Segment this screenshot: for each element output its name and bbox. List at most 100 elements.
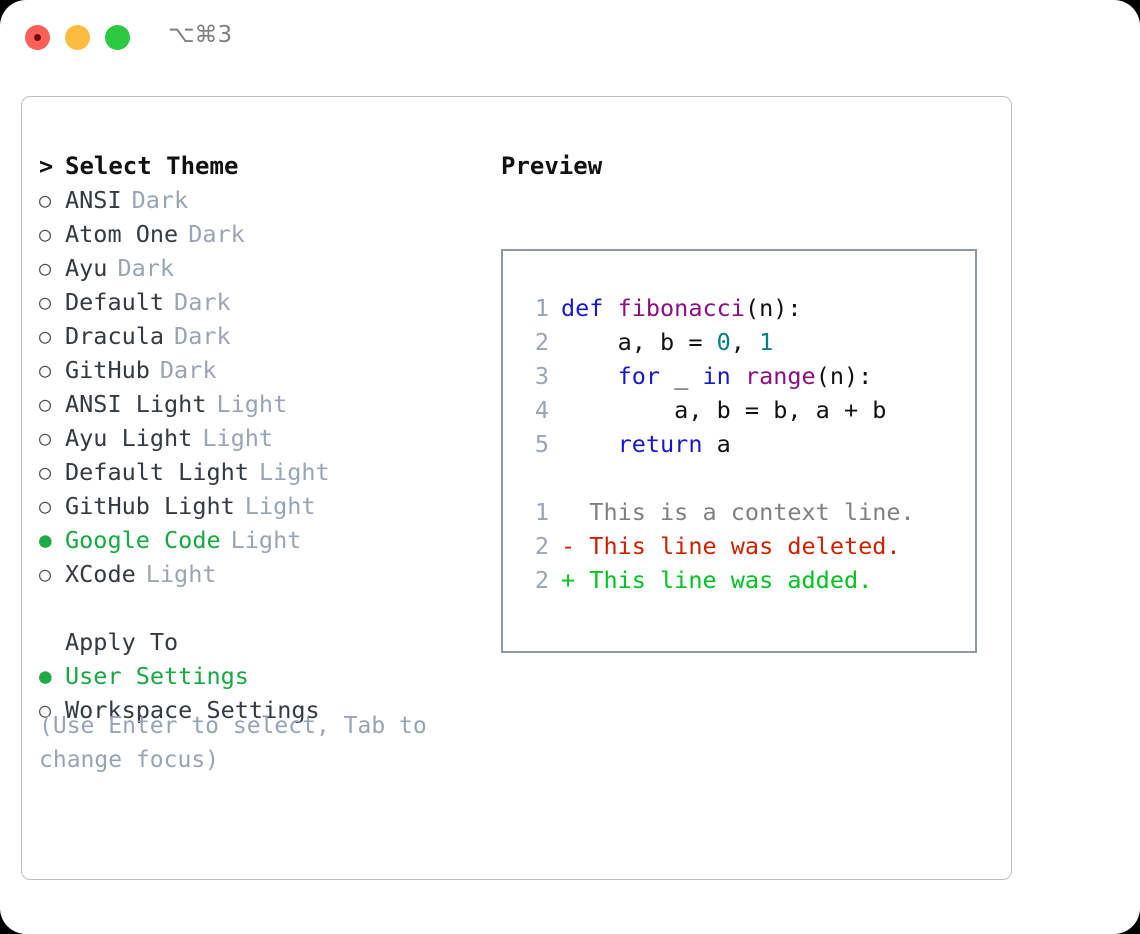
- radio-selected-icon[interactable]: ●: [39, 528, 52, 552]
- diff-line: 2- This line was deleted.: [519, 529, 967, 563]
- apply-to-list: ● User Settings ○ Workspace Settings: [39, 659, 484, 727]
- radio-unselected-icon[interactable]: ○: [39, 256, 52, 280]
- code-line-text: a, b = 0, 1: [561, 325, 774, 359]
- theme-option[interactable]: ○ Default Light Light: [39, 455, 484, 489]
- theme-option-name: Google Code: [65, 526, 221, 554]
- code-token-pl: a, b =: [561, 328, 717, 356]
- theme-option[interactable]: ○ ANSI Dark: [39, 183, 484, 217]
- window-controls: [25, 25, 130, 50]
- radio-unselected-icon[interactable]: ○: [39, 426, 52, 450]
- radio-unselected-icon[interactable]: ○: [39, 290, 52, 314]
- apply-to-option[interactable]: ● User Settings: [39, 659, 484, 693]
- theme-option-name: GitHub Light: [65, 492, 235, 520]
- theme-option-mode: Dark: [188, 220, 245, 248]
- keyboard-hint: (Use Enter to select, Tab to change focu…: [39, 713, 441, 773]
- code-line: 5 return a: [519, 427, 967, 461]
- theme-option-mode: Light: [244, 492, 316, 520]
- theme-option-name: GitHub: [65, 356, 150, 384]
- theme-option-mode: Dark: [131, 186, 189, 214]
- section-spacer: [39, 591, 484, 625]
- title-bar: ⌥⌘3: [0, 0, 1140, 78]
- code-token-pl: ,: [730, 328, 760, 356]
- line-number: 5: [534, 430, 549, 458]
- code-line-text: return a: [561, 427, 731, 461]
- code-line: 2 a, b = 0, 1: [519, 325, 967, 359]
- apply-to-title-row: ○ Apply To: [39, 625, 484, 659]
- line-number: 2: [534, 566, 549, 594]
- theme-option-name: ANSI Light: [65, 390, 207, 418]
- line-number: 1: [534, 294, 549, 322]
- apply-to-option-name: User Settings: [65, 662, 249, 690]
- theme-option-name: XCode: [65, 560, 136, 588]
- code-line-text: a, b = b, a + b: [561, 393, 886, 427]
- maximize-button[interactable]: [105, 25, 130, 50]
- diff-line-text: + This line was added.: [561, 566, 873, 594]
- radio-unselected-icon[interactable]: ○: [39, 562, 52, 586]
- preview-title: Preview: [501, 152, 603, 180]
- close-button[interactable]: [25, 25, 50, 50]
- code-token-pl: a, b = b, a + b: [561, 396, 887, 424]
- code-diff-spacer: [519, 461, 967, 495]
- theme-option-name: Dracula: [65, 322, 165, 350]
- radio-unselected-icon[interactable]: ○: [39, 460, 52, 484]
- theme-option-mode: Light: [216, 390, 288, 418]
- apply-to-title: Apply To: [65, 628, 179, 656]
- radio-unselected-icon[interactable]: ○: [39, 392, 52, 416]
- apply-to-option-name: Workspace Settings: [65, 696, 320, 724]
- theme-option-name: Default Light: [65, 458, 249, 486]
- code-token-pl: (n):: [744, 294, 802, 322]
- theme-option-mode: Dark: [117, 254, 175, 282]
- code-token-num: 0: [716, 328, 731, 356]
- code-token-pl: (n):: [815, 362, 873, 390]
- diff-line-text: - This line was deleted.: [561, 532, 901, 560]
- theme-option-name: Default: [65, 288, 165, 316]
- radio-unselected-icon[interactable]: ○: [39, 494, 52, 518]
- theme-option[interactable]: ○ GitHub Light Light: [39, 489, 484, 523]
- theme-option[interactable]: ○ GitHub Dark: [39, 353, 484, 387]
- radio-unselected-icon[interactable]: ○: [39, 324, 52, 348]
- apply-to-option[interactable]: ○ Workspace Settings: [39, 693, 484, 727]
- code-line: 4 a, b = b, a + b: [519, 393, 967, 427]
- code-token-fn: range: [744, 362, 816, 390]
- theme-option-mode: Light: [258, 458, 330, 486]
- code-token-pl: [731, 362, 745, 390]
- theme-option-mode: Light: [202, 424, 274, 452]
- line-number: 1: [534, 498, 549, 526]
- minimize-button[interactable]: [65, 25, 90, 50]
- page-title: Select Theme: [65, 152, 239, 180]
- radio-unselected-icon[interactable]: ○: [39, 698, 52, 722]
- code-token-pl: [561, 362, 618, 390]
- radio-unselected-icon[interactable]: ○: [39, 222, 52, 246]
- theme-option[interactable]: ○ ANSI Light Light: [39, 387, 484, 421]
- code-token-kw: def: [561, 294, 618, 322]
- diff-line: 2 + This line was added.: [519, 563, 967, 597]
- diff-line: 1 This is a context line.: [519, 495, 967, 529]
- theme-option-name: ANSI: [65, 186, 122, 214]
- code-token-pl: [561, 430, 618, 458]
- theme-option-mode: Dark: [159, 356, 217, 384]
- line-number: 3: [534, 362, 549, 390]
- code-line-text: for _ in range(n):: [561, 359, 873, 393]
- radio-unselected-icon[interactable]: ○: [39, 358, 52, 382]
- diff-line-text: This is a context line.: [561, 498, 915, 526]
- diff-block: 1 This is a context line.2- This line wa…: [519, 495, 967, 597]
- code-token-pl: _: [660, 362, 703, 390]
- radio-unselected-icon[interactable]: ○: [39, 188, 52, 212]
- radio-selected-icon[interactable]: ●: [39, 664, 52, 688]
- code-token-num: 1: [759, 328, 774, 356]
